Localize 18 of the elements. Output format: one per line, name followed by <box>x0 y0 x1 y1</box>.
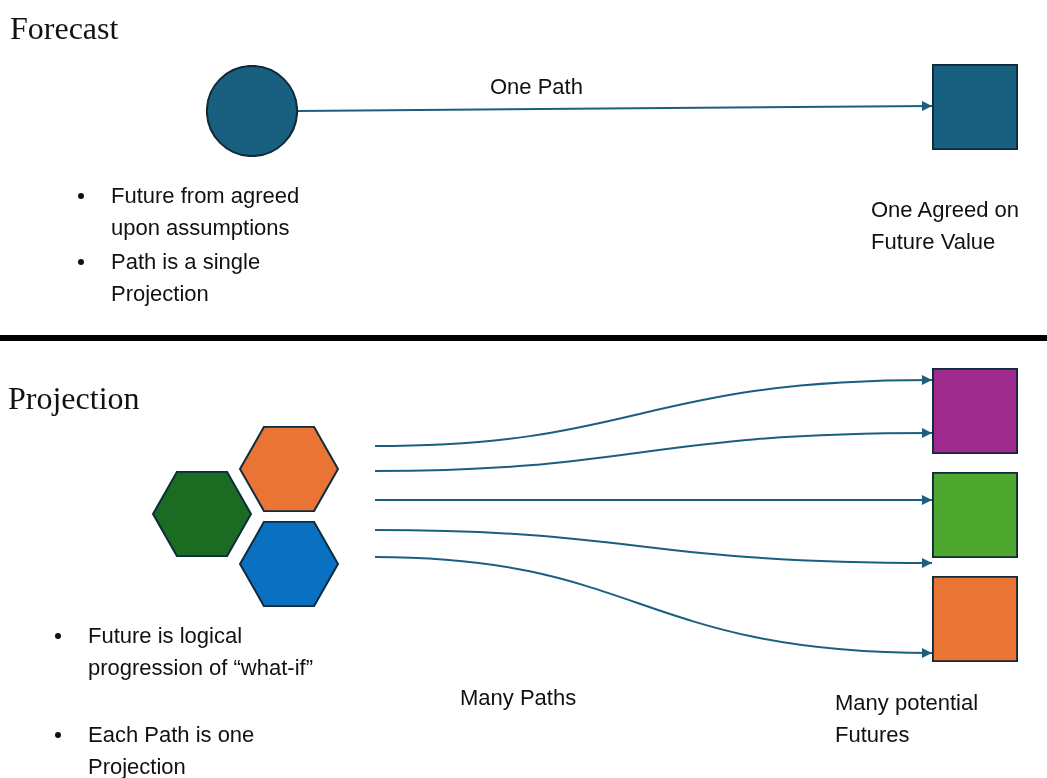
arrow <box>374 495 933 505</box>
hexagon-shape <box>239 521 339 607</box>
arrow <box>374 556 933 658</box>
arrow <box>374 428 933 472</box>
section-title: Forecast <box>10 9 120 48</box>
node-caption: One Agreed on Future Value <box>871 196 1020 256</box>
hexagon-shape <box>152 471 252 557</box>
bullet-text: Each Path is one Projection <box>88 721 256 778</box>
node-caption: Many potential Futures <box>835 689 980 749</box>
arrow <box>297 101 933 112</box>
bullet-text: Path is a single Projection <box>111 248 262 308</box>
section-title: Projection <box>8 379 141 418</box>
hexagon-shape <box>239 426 339 512</box>
bullet-text: Future from agreed upon assumptions <box>111 182 301 242</box>
text-label: Many Paths <box>460 684 578 712</box>
arrow <box>374 529 933 568</box>
bullet-text: Future is logical progression of “what-if” <box>88 622 314 682</box>
arrow <box>374 375 933 447</box>
